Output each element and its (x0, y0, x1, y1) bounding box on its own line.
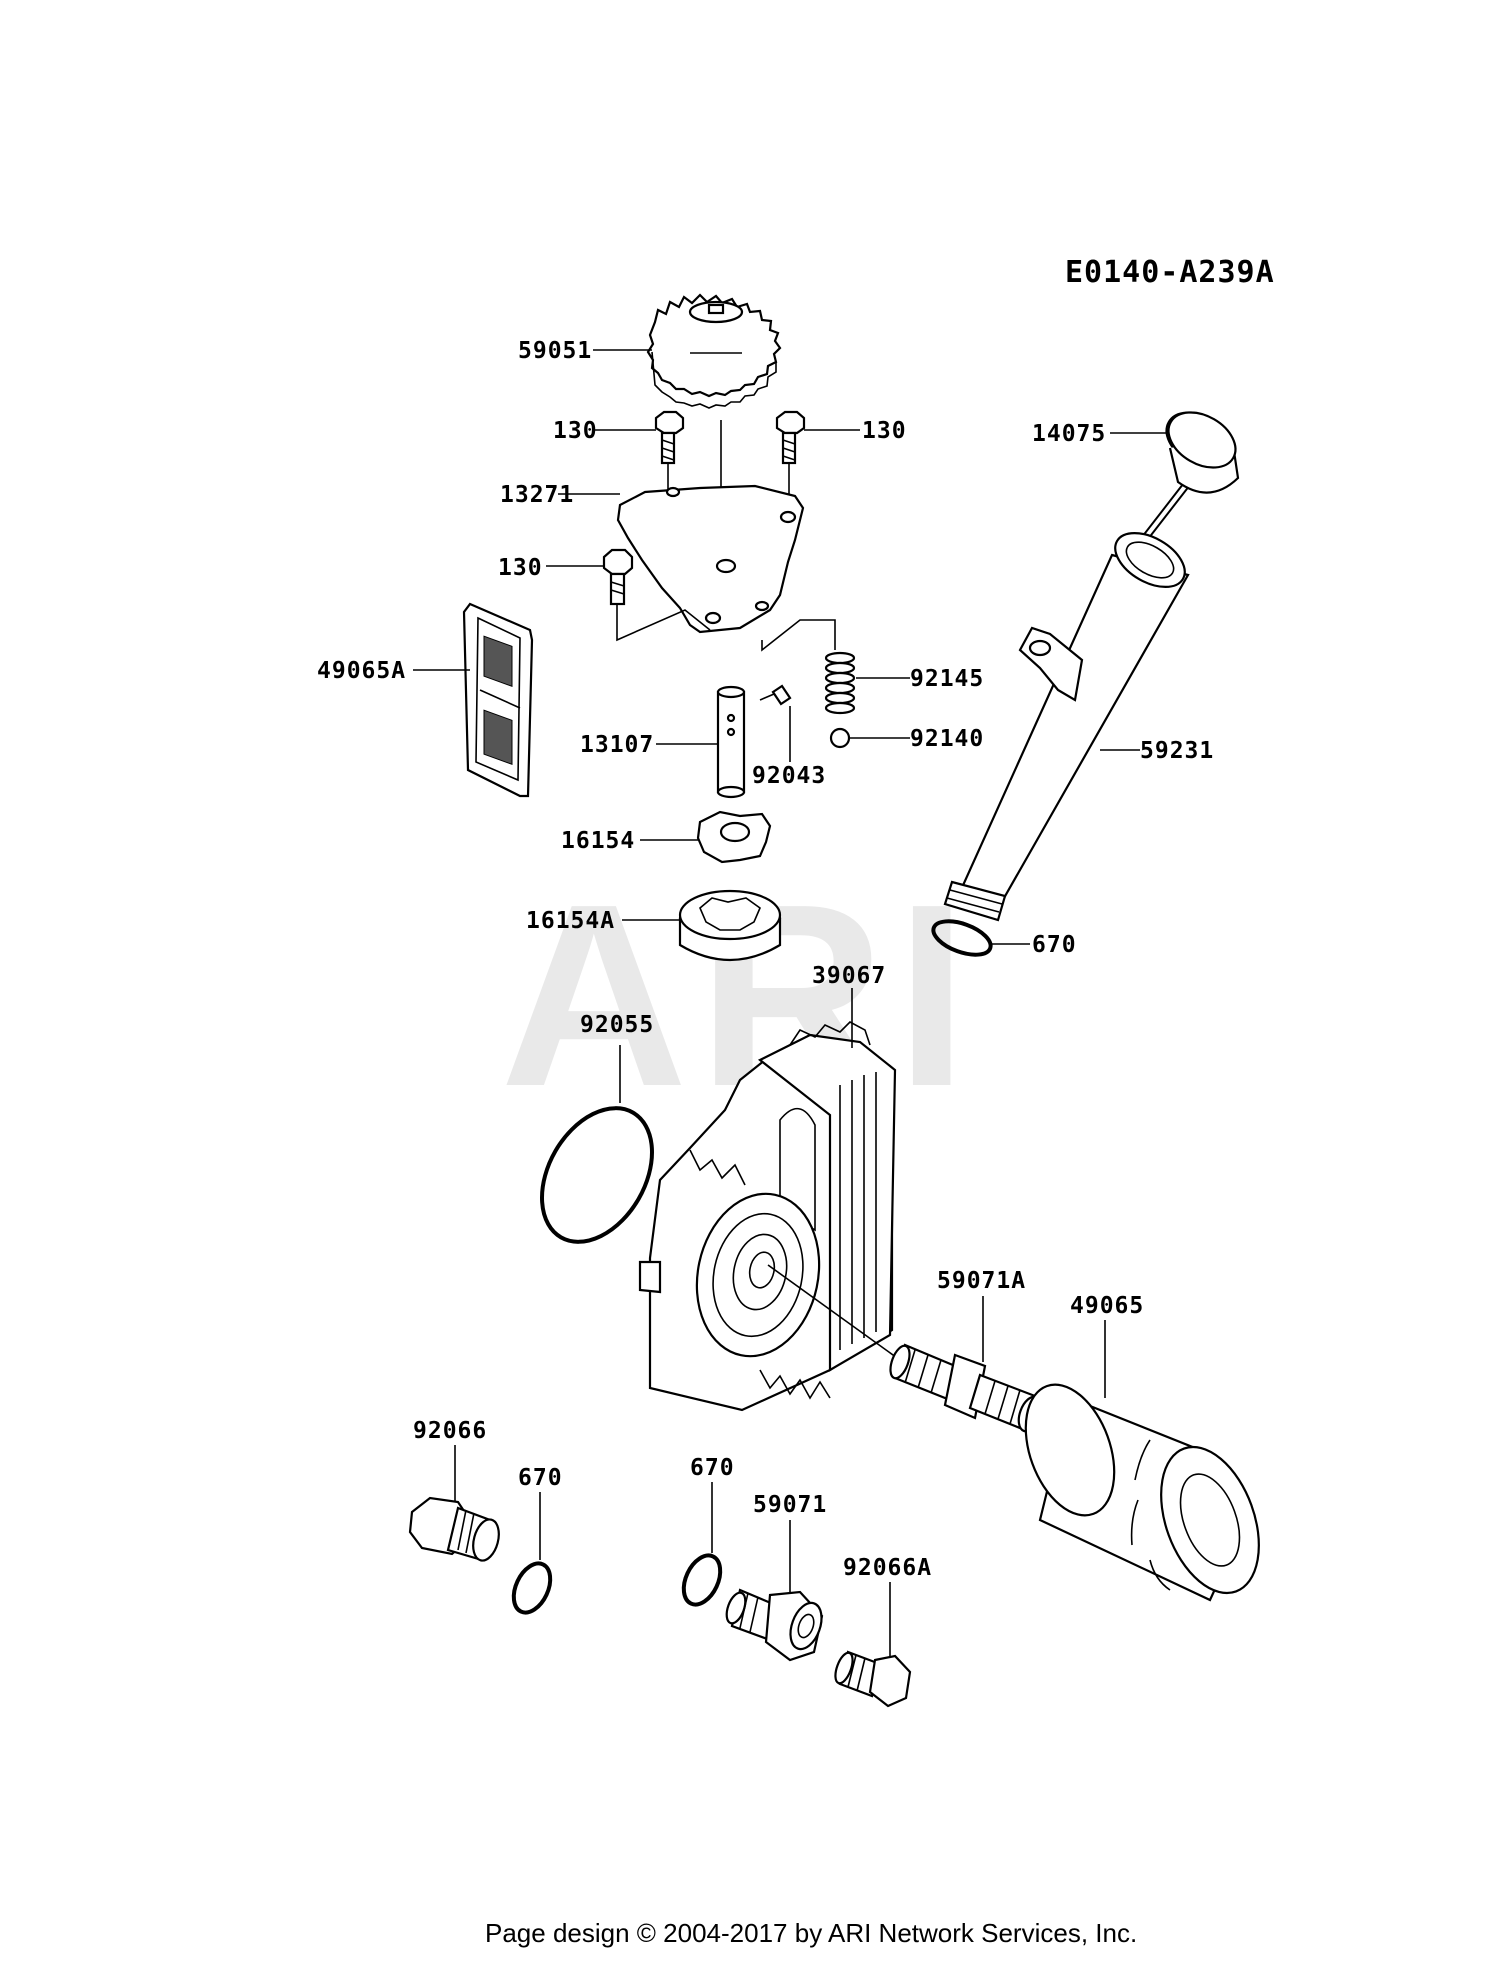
label-plug-a: 92066A (843, 1555, 932, 1581)
label-screen: 49065A (317, 658, 406, 684)
oring-tube-part (931, 919, 993, 957)
spring-part (824, 651, 856, 715)
label-pin: 92043 (752, 763, 826, 789)
label-oring-plug: 670 (518, 1465, 563, 1491)
label-plug: 92066 (413, 1418, 487, 1444)
label-oring-fitting: 670 (690, 1455, 735, 1481)
outer-rotor-part (678, 889, 782, 961)
label-ball: 92140 (910, 726, 984, 752)
fitting-a-part (889, 1343, 1043, 1433)
housing-part (638, 1021, 897, 1412)
bolt-part-lower (602, 548, 634, 606)
bolt-part-right (775, 410, 806, 465)
oring-fitting-part (681, 1553, 723, 1607)
oring-plug-part (511, 1561, 553, 1615)
bolt-part-left (654, 410, 685, 465)
screen-part (462, 602, 534, 798)
label-rotor-outer: 16154A (526, 908, 615, 934)
label-fitting-a: 59071A (937, 1268, 1026, 1294)
gear-part (646, 293, 782, 409)
label-oring-tube: 670 (1032, 932, 1077, 958)
ball-part (829, 727, 851, 749)
plate-part (616, 484, 805, 634)
label-plate: 13271 (500, 482, 574, 508)
inner-rotor-part (696, 810, 772, 864)
label-shaft: 13107 (580, 732, 654, 758)
filler-tube-part (943, 531, 1190, 922)
shaft-part (716, 685, 746, 799)
label-gear: 59051 (518, 338, 592, 364)
label-oil-filter: 49065 (1070, 1293, 1144, 1319)
label-housing: 39067 (812, 963, 886, 989)
label-spring: 92145 (910, 666, 984, 692)
label-dipstick: 14075 (1032, 421, 1106, 447)
label-fitting: 59071 (753, 1492, 827, 1518)
plug-part (408, 1496, 500, 1562)
gasket-part (540, 1106, 654, 1244)
label-gasket: 92055 (580, 1012, 654, 1038)
plug-a-part (834, 1650, 912, 1708)
label-bolt-lower: 130 (498, 555, 543, 581)
label-bolt-right: 130 (862, 418, 907, 444)
footer-copyright: Page design © 2004-2017 by ARI Network S… (485, 1918, 1137, 1948)
label-bolt-left: 130 (553, 418, 598, 444)
label-rotor-inner: 16154 (561, 828, 635, 854)
diagram-code: E0140-A239A (1065, 255, 1275, 290)
pin-part (771, 684, 792, 706)
fitting-part (725, 1588, 824, 1662)
label-filler-tube: 59231 (1140, 738, 1214, 764)
oil-filter-part (1024, 1383, 1260, 1602)
